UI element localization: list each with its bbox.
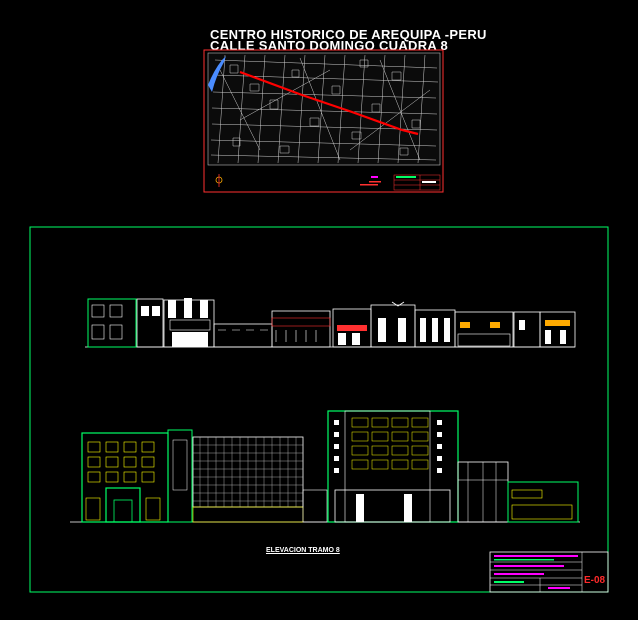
highlighted-street <box>239 70 419 136</box>
river <box>208 56 226 92</box>
map-title-block <box>393 174 441 191</box>
map-legend <box>360 176 381 186</box>
location-map <box>203 49 444 193</box>
sheet-number: E-08 <box>584 575 606 586</box>
elevation-label: ELEVACION TRAMO 8 <box>266 547 340 554</box>
street-grid <box>210 54 439 164</box>
lower-elevation <box>70 410 580 523</box>
plan-title-line-2: CALLE SANTO DOMINGO CUADRA 8 <box>210 38 449 53</box>
sheet-frame <box>29 226 609 593</box>
title-block <box>489 551 609 593</box>
upper-elevation <box>85 298 576 348</box>
plan-title-line-1: CENTRO HISTORICO DE AREQUIPA -PERU <box>210 27 487 42</box>
